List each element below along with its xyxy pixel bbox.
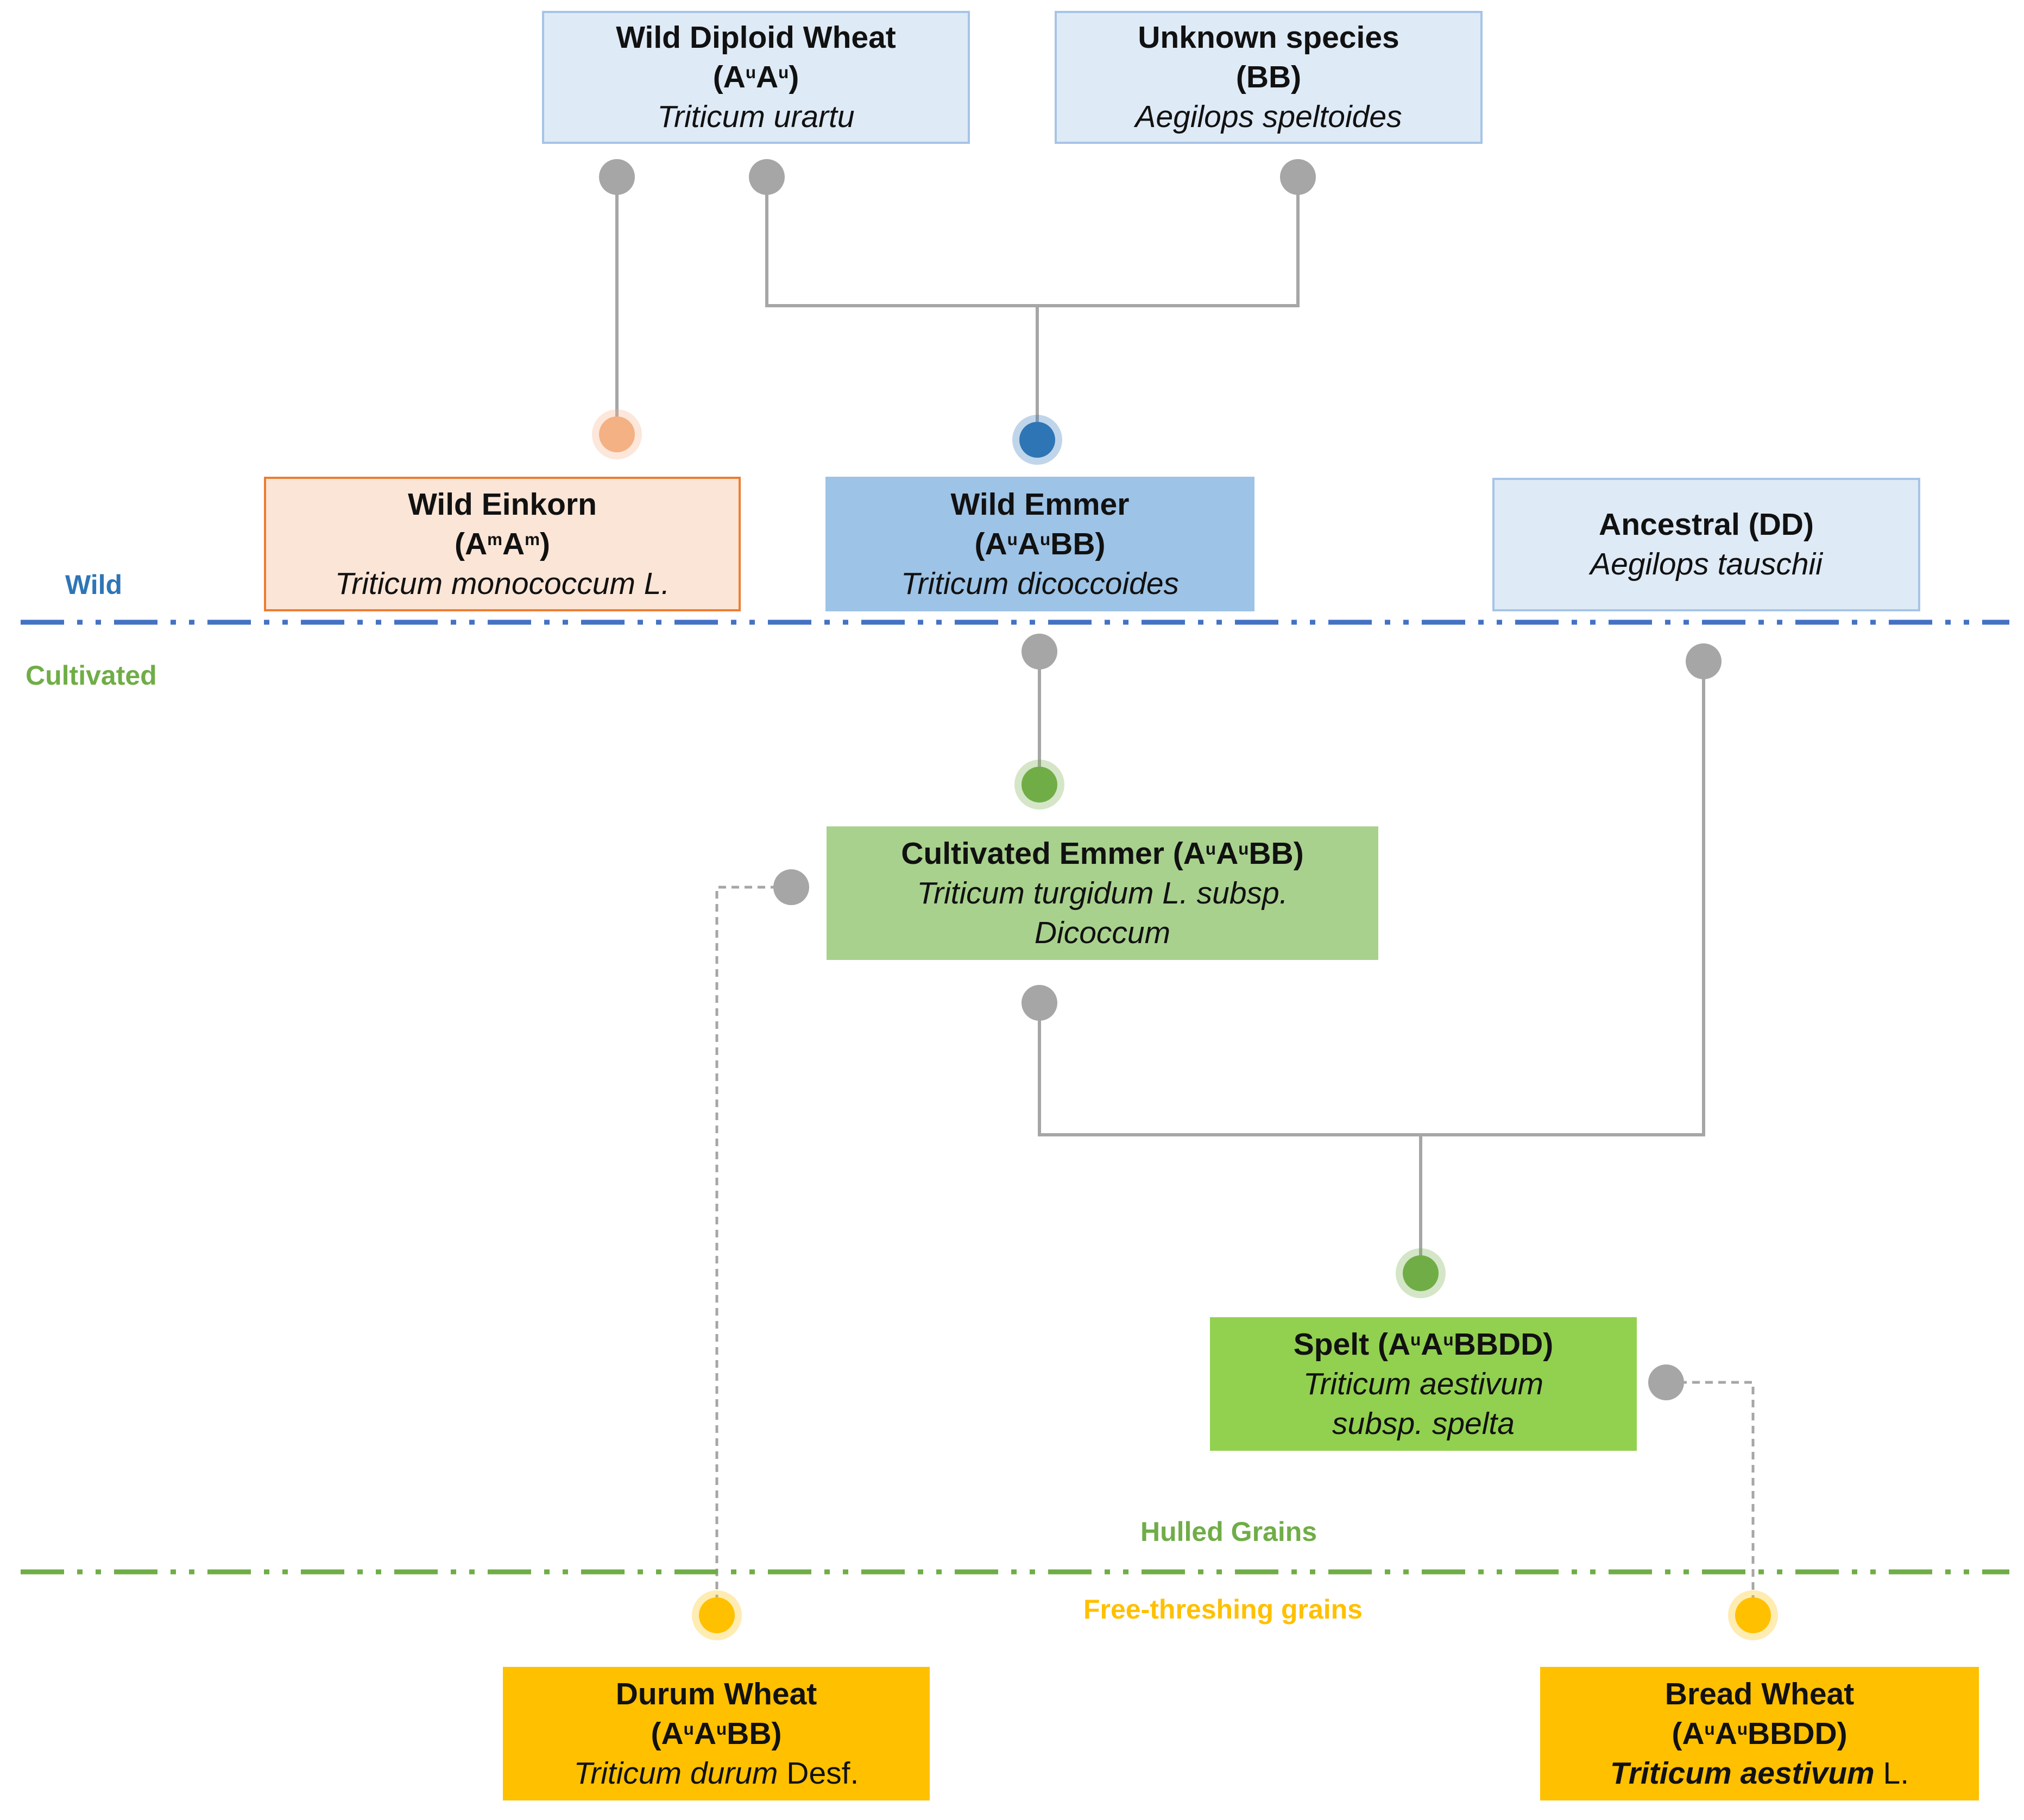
unknown-genome: (BB): [1235, 60, 1302, 94]
box-wild-diploid-wheat: Wild Diploid Wheat (AuAu) Triticum urart…: [542, 11, 970, 144]
dot-urartu-right: [749, 159, 785, 195]
box-bread-wheat: Bread Wheat (AuAuBBDD) Triticum aestivum…: [1540, 1667, 1979, 1800]
dot-cultivated-emmer: [1022, 767, 1057, 802]
wild-einkorn-name: Wild Einkorn: [408, 486, 597, 522]
bread-name: Bread Wheat: [1664, 1676, 1855, 1711]
ancestral-name: Ancestral (DD): [1599, 507, 1814, 542]
durum-name: Durum Wheat: [615, 1676, 817, 1711]
connectors: [615, 177, 1755, 1615]
ancestral-latin: Aegilops tauschii: [1590, 547, 1823, 582]
wild-diploid-latin: Triticum urartu: [657, 99, 855, 134]
bread-genome: (AuAuBBDD): [1672, 1716, 1848, 1751]
dot-spelt-side: [1648, 1364, 1684, 1400]
cultivated-emmer-latin-1: Triticum turgidum L. subsp.: [917, 875, 1288, 911]
box-cultivated-emmer: Cultivated Emmer (AuAuBB) Triticum turgi…: [827, 826, 1378, 960]
spelt-latin-1: Triticum aestivum: [1303, 1366, 1544, 1401]
dot-wild-emmer-out: [1022, 634, 1057, 669]
wild-diploid-name: Wild Diploid Wheat: [616, 20, 896, 55]
wild-emmer-latin: Triticum dicoccoides: [900, 566, 1180, 601]
dot-einkorn: [599, 416, 635, 452]
dot-cult-emmer-side: [773, 869, 809, 905]
dot-durum: [699, 1597, 735, 1633]
connector-emmer-ancestral-merge: [1038, 661, 1705, 1136]
box-spelt: Spelt (AuAuBBDD) Triticum aestivum subsp…: [1210, 1317, 1637, 1451]
spelt-latin-2: subsp. spelta: [1332, 1406, 1515, 1441]
dot-ancestral-out: [1686, 643, 1722, 679]
wild-einkorn-genome: (AmAm): [454, 526, 551, 561]
unknown-name: Unknown species: [1138, 20, 1399, 55]
box-wild-emmer: Wild Emmer (AuAuBB) Triticum dicoccoides: [825, 477, 1254, 611]
zone-label-hulled-grains: Hulled Grains: [1140, 1516, 1317, 1547]
dashed-cult-emmer-durum: [715, 886, 791, 1615]
dot-cult-emmer-out: [1022, 985, 1057, 1021]
durum-latin: Triticum durum Desf.: [573, 1755, 859, 1791]
dot-speltoides: [1280, 159, 1316, 195]
wild-diploid-genome: (AuAu): [713, 60, 799, 94]
unknown-latin: Aegilops speltoides: [1135, 99, 1402, 134]
zone-label-cultivated: Cultivated: [26, 660, 157, 691]
dot-spelt: [1403, 1255, 1439, 1291]
connector-urartu-merge: [765, 177, 1300, 307]
box-durum-wheat: Durum Wheat (AuAuBB) Triticum durum Desf…: [503, 1667, 930, 1800]
durum-genome: (AuAuBB): [651, 1716, 782, 1751]
box-wild-einkorn: Wild Einkorn (AmAm) Triticum monococcum …: [264, 477, 741, 611]
dot-urartu-left: [599, 159, 635, 195]
bread-latin: Triticum aestivum L.: [1610, 1755, 1909, 1791]
wild-einkorn-latin: Triticum monococcum L.: [335, 566, 670, 601]
zone-label-free-threshing: Free-threshing grains: [1083, 1594, 1363, 1625]
cultivated-emmer-latin-2: Dicoccum: [1034, 915, 1171, 950]
cultivated-emmer-name: Cultivated Emmer (AuAuBB): [901, 836, 1304, 871]
dividers: [21, 620, 2009, 1575]
dot-bread: [1735, 1597, 1771, 1633]
zone-label-wild: Wild: [65, 570, 123, 600]
wild-emmer-name: Wild Emmer: [950, 486, 1130, 522]
dot-wild-emmer: [1019, 422, 1055, 458]
dashed-spelt-bread: [1666, 1381, 1755, 1615]
spelt-name: Spelt (AuAuBBDD): [1293, 1326, 1554, 1362]
box-ancestral-dd: Ancestral (DD) Aegilops tauschii: [1492, 478, 1920, 611]
box-unknown-species: Unknown species (BB) Aegilops speltoides: [1055, 11, 1483, 144]
dots: [592, 159, 1778, 1640]
wild-emmer-genome: (AuAuBB): [974, 526, 1106, 561]
